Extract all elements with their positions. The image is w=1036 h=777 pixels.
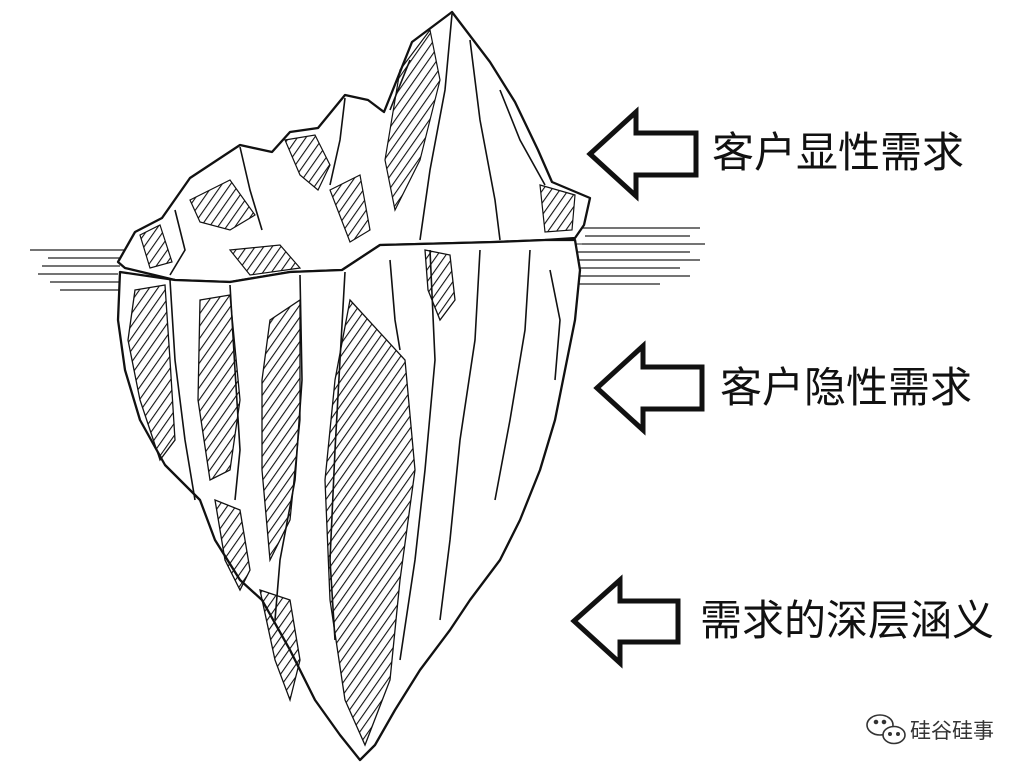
iceberg-underwater — [116, 238, 582, 762]
arrow-explicit-icon — [586, 106, 699, 202]
wechat-icon — [866, 714, 906, 745]
label-explicit-needs: 客户显性需求 — [712, 128, 965, 177]
label-implicit-needs: 客户隐性需求 — [720, 363, 973, 412]
arrow-implicit-icon — [593, 340, 705, 436]
iceberg-tip — [116, 10, 592, 284]
label-deep-meaning: 需求的深层涵义 — [700, 596, 995, 645]
watermark-text: 硅谷硅事 — [910, 719, 994, 743]
arrow-deep-icon — [570, 574, 681, 669]
